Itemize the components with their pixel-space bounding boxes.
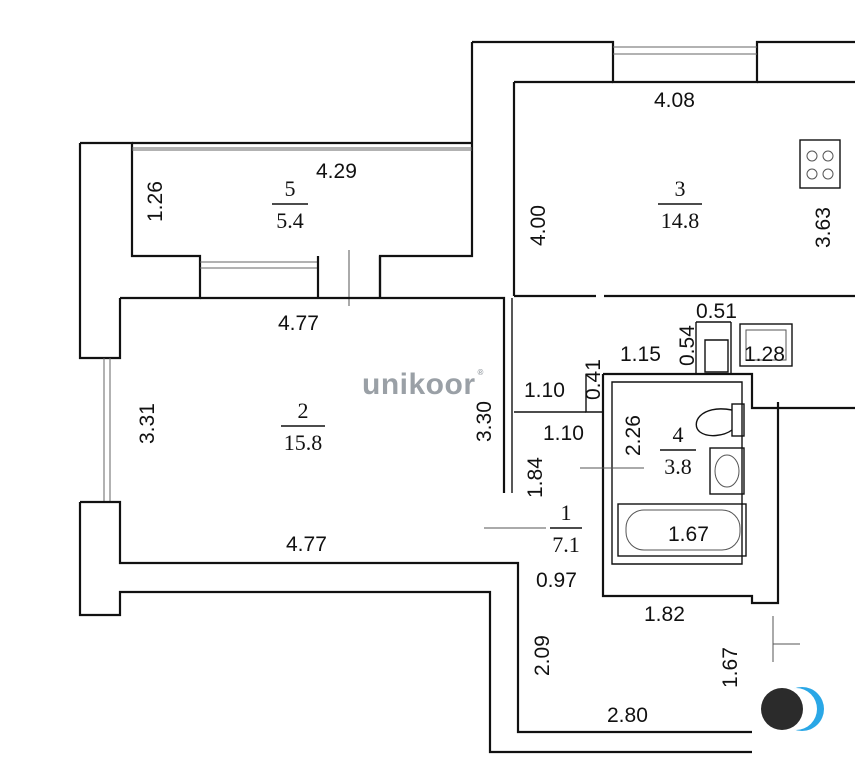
dim-passage-top: 1.10 xyxy=(524,379,565,402)
room-area: 15.8 xyxy=(284,430,323,455)
dim-corridor-115: 1.15 xyxy=(620,343,661,366)
room-number: 2 xyxy=(298,398,309,423)
room-number: 4 xyxy=(673,422,684,447)
room-5-label: 5 5.4 xyxy=(272,176,308,233)
dim-room2-right: 3.30 xyxy=(473,401,496,442)
dim-hall-097: 0.97 xyxy=(536,569,577,592)
dim-kitchen-left: 4.00 xyxy=(527,205,550,246)
dim-hall-right: 1.67 xyxy=(719,647,742,688)
dim-hall-184: 1.84 xyxy=(524,457,547,498)
dim-kitchen-right: 3.63 xyxy=(812,207,835,248)
registered-mark: ® xyxy=(477,368,484,377)
dim-balcony-width: 4.29 xyxy=(316,160,357,183)
room-area: 3.8 xyxy=(664,454,692,479)
stove-icon xyxy=(799,139,841,189)
dim-kitchen-vertical-small: 0.54 xyxy=(676,325,699,366)
dim-hall-bottom: 2.80 xyxy=(607,704,648,727)
room-number: 3 xyxy=(675,176,686,201)
dim-balcony-height: 1.26 xyxy=(144,181,167,222)
room-1-label: 1 7.1 xyxy=(550,500,582,557)
brand-badge-icon xyxy=(761,687,824,731)
washbasin-icon xyxy=(709,447,745,495)
brand-logo: unikoor® xyxy=(362,368,484,402)
room-number: 5 xyxy=(285,176,296,201)
dim-kitchen-top: 4.08 xyxy=(654,89,695,112)
guide-lines xyxy=(484,467,800,662)
room-3-label: 3 14.8 xyxy=(658,176,702,233)
toilet-icon xyxy=(695,403,745,437)
room-area: 7.1 xyxy=(552,532,580,557)
room-2-label: 2 15.8 xyxy=(281,398,325,455)
dim-bath-bottom: 1.82 xyxy=(644,603,685,626)
dim-bathtub: 1.67 xyxy=(668,523,709,546)
dim-sink-block: 1.28 xyxy=(744,343,785,366)
bathtub-icon xyxy=(617,503,747,557)
room-area: 14.8 xyxy=(661,208,700,233)
dim-room2-bottom: 4.77 xyxy=(286,533,327,556)
dim-room2-top: 4.77 xyxy=(278,312,319,335)
room-4-label: 4 3.8 xyxy=(660,422,696,479)
walls xyxy=(78,40,855,754)
dim-room2-left: 3.31 xyxy=(136,403,159,444)
room-number: 1 xyxy=(561,500,572,525)
dim-kitchen-small: 0.51 xyxy=(696,300,737,323)
logo-text: unikoor xyxy=(362,368,476,401)
room-labels: 5 5.4 3 14.8 2 15.8 4 3.8 1 7.1 xyxy=(272,176,702,557)
room-area: 5.4 xyxy=(276,208,304,233)
dim-bath-height: 2.26 xyxy=(622,415,645,456)
dim-passage-bottom: 1.10 xyxy=(543,422,584,445)
dim-hall-left: 2.09 xyxy=(531,635,554,676)
dim-vertical-041: 0.41 xyxy=(582,359,605,400)
sink-icon xyxy=(739,323,793,367)
dimension-labels: 4.08 4.29 1.26 4.00 3.63 0.51 0.54 1.28 … xyxy=(136,89,835,727)
